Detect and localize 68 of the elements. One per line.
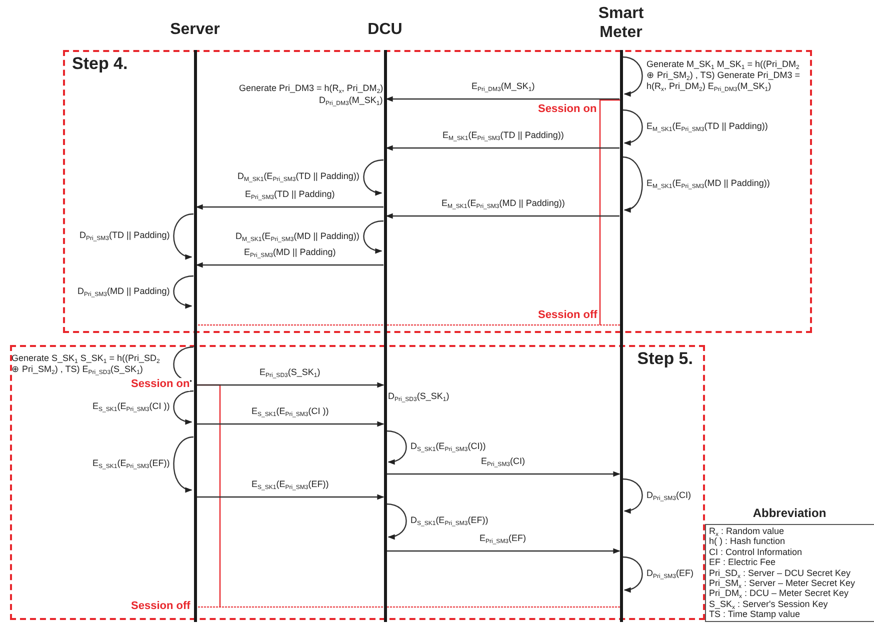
self-message-arrow <box>622 556 643 592</box>
session-label: Session on <box>131 378 190 391</box>
message-arrow <box>386 471 620 477</box>
self-message-arrow <box>622 109 643 146</box>
lifeline <box>384 50 386 622</box>
message-label: E$_{Pri_SD3}$(S_SK$_{1}$) <box>260 367 320 378</box>
lifeline-title: DCU <box>366 20 404 39</box>
message-label: E$_{S_SK1}$(E$_{Pri_SM3}$(EF)) <box>252 479 329 490</box>
self-message-arrow <box>622 56 643 96</box>
note-text: D$_{Pri_SD3}$(S_SK$_{1}$) <box>388 391 450 402</box>
self-message-arrow <box>173 275 194 308</box>
message-label: E$_{M_SK1}$(E$_{Pri_SM3}$(TD || Padding)) <box>442 130 564 141</box>
abbreviation-heading: Abbreviation <box>752 505 826 522</box>
abbreviation-entry: R$_{x}$ : Random value <box>709 526 786 536</box>
self-message-arrow <box>173 346 194 384</box>
lifeline-title: Server <box>169 20 221 39</box>
self-message-arrow <box>173 390 194 424</box>
message-label: D$_{M_SK1}$(E$_{Pri_SM3}$(TD || Padding)) <box>238 171 360 182</box>
self-message-arrow <box>386 503 407 540</box>
message-arrow <box>386 548 620 554</box>
lifeline <box>194 50 196 622</box>
self-message-arrow <box>363 220 384 254</box>
abbreviation-entry: S_SK$_{x}$ : Server's Session Key <box>709 598 829 610</box>
message-arrow <box>386 96 620 102</box>
message-label: D$_{Pri_SM3}$(EF) <box>646 568 694 579</box>
message-label: E$_{Pri_SM3}$(TD || Padding) <box>245 189 335 200</box>
abbreviation-entry: Pri_DM$_{x}$ : DCU – Meter Secret Key <box>709 588 850 599</box>
self-message-arrow <box>173 436 194 492</box>
message-arrow <box>386 145 620 151</box>
self-message-arrow <box>173 213 194 259</box>
message-arrow <box>196 421 384 427</box>
message-label: E$_{Pri_DM3}$(M_SK$_{1}$) <box>472 81 535 92</box>
message-label: E$_{S_SK1}$(E$_{Pri_SM3}$(CI )) <box>252 406 329 417</box>
self-message-arrow <box>622 478 643 514</box>
lifeline-title: Smart Meter <box>597 4 645 42</box>
step-title: Step 4. <box>72 54 128 74</box>
lifeline <box>620 50 622 622</box>
abbreviation-entry: EF : Electric Fee <box>709 557 777 568</box>
message-arrow <box>386 213 620 219</box>
message-arrow <box>196 494 384 500</box>
message-label: D$_{Pri_SM3}$(MD || Padding) <box>78 286 170 296</box>
message-arrow <box>196 204 384 210</box>
message-label: E$_{M_SK1}$(E$_{Pri_SM3}$(TD || Padding)) <box>646 121 768 132</box>
abbreviation-entry: Pri_SD$_{x}$ : Server – DCU Secret Key <box>709 568 851 578</box>
abbreviation-entry: Pri_SM$_{x}$ : Server – Meter Secret Key <box>709 578 856 588</box>
note-text: D$_{Pri_DM3}$(M_SK$_{1}$) <box>319 95 383 106</box>
message-label: E$_{M_SK1}$(E$_{Pri_SM3}$(MD || Padding)) <box>646 178 770 189</box>
self-message-arrow <box>622 156 643 212</box>
message-label: D$_{M_SK1}$(E$_{Pri_SM3}$(MD || Padding)) <box>236 230 360 242</box>
step-title: Step 5. <box>637 349 693 369</box>
message-arrow <box>196 262 384 268</box>
abbreviation-entry: TS : Time Stamp value <box>709 609 802 620</box>
message-label: E$_{M_SK1}$(E$_{Pri_SM3}$(MD || Padding)) <box>442 198 565 209</box>
note-text: Generate Pri_DM3 = h(R$_{x}$, Pri_DM$_{2}$) <box>239 83 384 94</box>
message-label: D$_{Pri_SM3}$(TD || Padding) <box>80 230 170 241</box>
message-label: E$_{Pri_SM3}$(EF) <box>480 533 526 544</box>
message-label: D$_{S_SK1}$(E$_{Pri_SM3}$(CI)) <box>410 441 486 452</box>
abbreviation-entry: CI : Control Information <box>709 546 804 558</box>
message-arrow <box>196 382 384 388</box>
message-label: E$_{S_SK1}$(E$_{Pri_SM3}$(EF)) <box>92 458 170 469</box>
message-label: D$_{S_SK1}$(E$_{Pri_SM3}$(EF)) <box>410 515 488 526</box>
message-label: D$_{Pri_SM3}$(CI) <box>646 490 692 500</box>
self-message-arrow <box>386 430 407 464</box>
message-label: E$_{Pri_SM3}$(CI) <box>481 456 526 467</box>
self-message-arrow <box>363 159 384 196</box>
message-label: E$_{Pri_SM3}$(MD || Padding) <box>244 247 336 258</box>
abbreviation-entry: h( ) : Hash function <box>709 536 786 547</box>
message-label: E$_{S_SK1}$(E$_{Pri_SM3}$(CI )) <box>92 401 170 412</box>
